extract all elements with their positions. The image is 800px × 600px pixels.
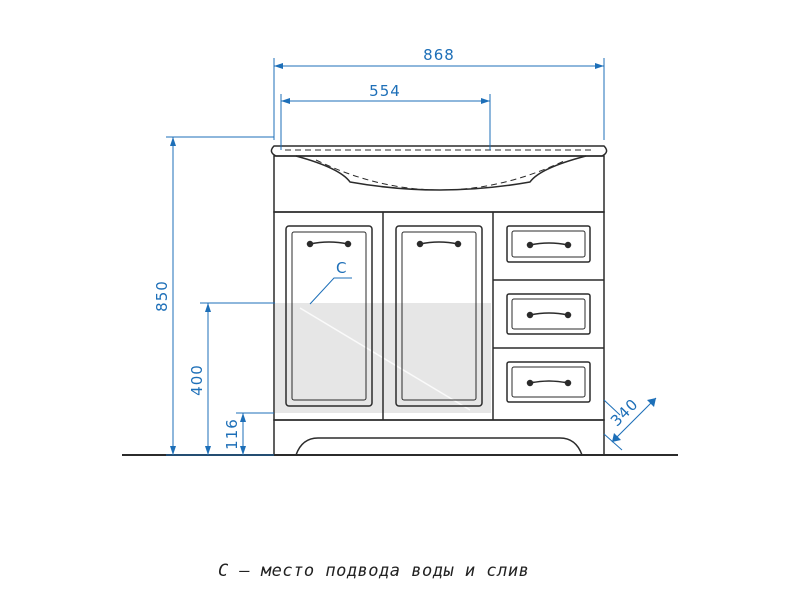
plinth-height-label: 116 xyxy=(223,418,241,450)
dimension-arrows xyxy=(170,63,656,455)
marker-leader xyxy=(309,277,352,305)
total-height-label: 850 xyxy=(153,280,171,312)
drawer-1-handle xyxy=(529,242,569,246)
right-door-panel-inner xyxy=(401,231,477,401)
right-door-handle xyxy=(419,241,459,245)
drawer-1-panel-inner xyxy=(511,230,586,258)
handles xyxy=(306,240,572,387)
drawer-2-panel-inner xyxy=(511,298,586,330)
left-door-handle xyxy=(309,241,349,245)
left-door-panel xyxy=(285,225,373,407)
dimension-lines xyxy=(166,58,657,456)
drawer-2-panel xyxy=(506,293,591,335)
basin-bowl xyxy=(295,155,587,191)
drawer-3-panel xyxy=(506,361,591,403)
drawer-1-panel xyxy=(506,225,591,263)
utility-height-label: 400 xyxy=(188,364,206,396)
utility-zone-diagonal xyxy=(299,307,471,411)
drawer-2-handle xyxy=(529,312,569,316)
drawer-3-panel-inner xyxy=(511,366,586,398)
right-door-panel xyxy=(395,225,483,407)
vanity-cabinet xyxy=(270,145,608,456)
caption: С – место подвода воды и слив xyxy=(218,561,530,581)
drawer-3-handle xyxy=(529,380,569,384)
depth-label: 340 xyxy=(607,395,642,430)
sink-rim xyxy=(270,145,608,157)
plinth xyxy=(273,419,605,456)
basin-width-label: 554 xyxy=(369,82,401,100)
marker-c-label: C xyxy=(336,259,347,277)
basin-bowl-dashed xyxy=(315,159,567,191)
left-door-panel-inner xyxy=(291,231,367,401)
overall-width-label: 868 xyxy=(423,46,455,64)
